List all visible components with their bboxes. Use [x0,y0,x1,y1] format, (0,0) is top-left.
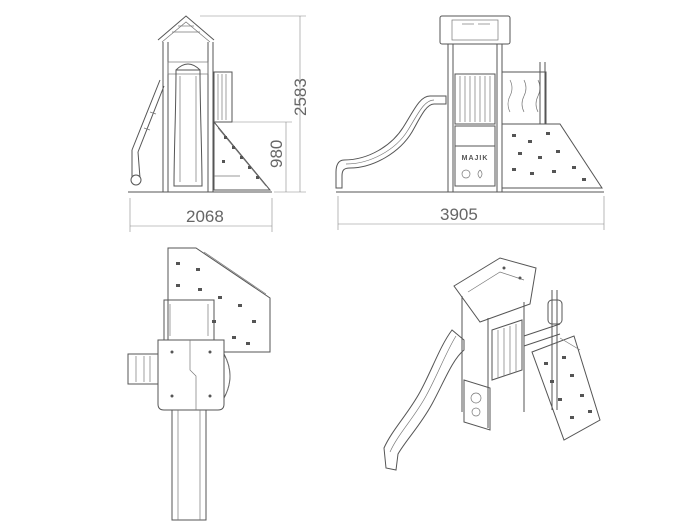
iso-slide [383,329,465,471]
iso-barrel [491,319,523,381]
iso-climbing-wall [531,335,601,441]
dim-total-height: 2583 [291,78,310,116]
dim-front-width: 3905 [440,205,478,224]
front-slide [335,95,447,189]
iso-roof [453,257,537,323]
side-roof [157,15,215,41]
top-slide [171,410,207,521]
front-climbing-wall [501,123,603,189]
dim-side-width: 2068 [186,207,224,226]
dim-platform-height: 980 [267,140,286,168]
front-logo-text: MAJIK [462,155,489,162]
top-ladder [127,353,159,385]
top-roof [157,339,225,411]
front-lower-panel [454,145,496,187]
top-view [127,247,271,521]
front-rail-panel [501,71,547,125]
iso-view [383,257,601,471]
front-roof [439,15,511,45]
side-ladder [131,79,161,151]
front-barrel [454,73,496,125]
side-view: 2068 2583 980 [128,15,310,232]
top-platform [163,299,215,341]
side-slide [173,69,203,187]
side-panel [213,71,233,123]
iso-lower-panel [463,379,491,431]
top-climbing-wall [167,247,271,353]
front-view: MAJIK 3905 [335,15,605,230]
